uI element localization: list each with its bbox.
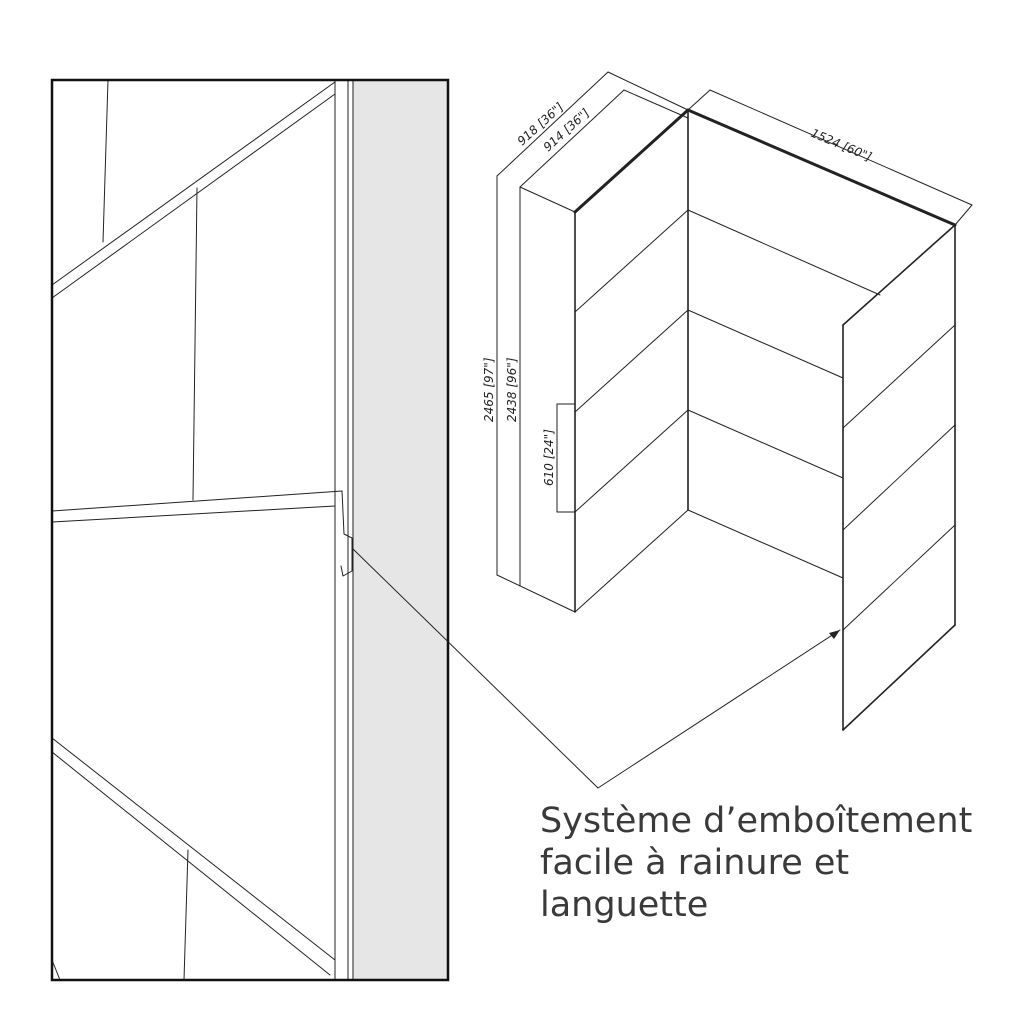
dim-panel-height-label: 610 [24"] [542,429,556,486]
caption-line-3: languette [540,885,708,925]
back-wall [686,108,957,579]
dim-inner-height-label: 2438 [96"] [505,357,519,422]
right-wall [842,224,956,731]
detail-wall-shading [353,80,448,980]
detail-inset [50,78,450,982]
dim-width-label: 1524 [60"] [809,126,874,164]
dim-outer-height-label: 2465 [97"] [482,357,496,422]
caption-line-2: facile à rainure et [540,843,849,883]
dimension-lines [496,71,973,613]
enclosure-drawing [519,108,957,731]
leader-arrowhead [829,630,840,639]
leader-lines [351,547,841,789]
caption-line-1: Système d’emboîtement [540,801,972,841]
left-wall [519,108,690,613]
detail-inset-frame [50,78,450,982]
